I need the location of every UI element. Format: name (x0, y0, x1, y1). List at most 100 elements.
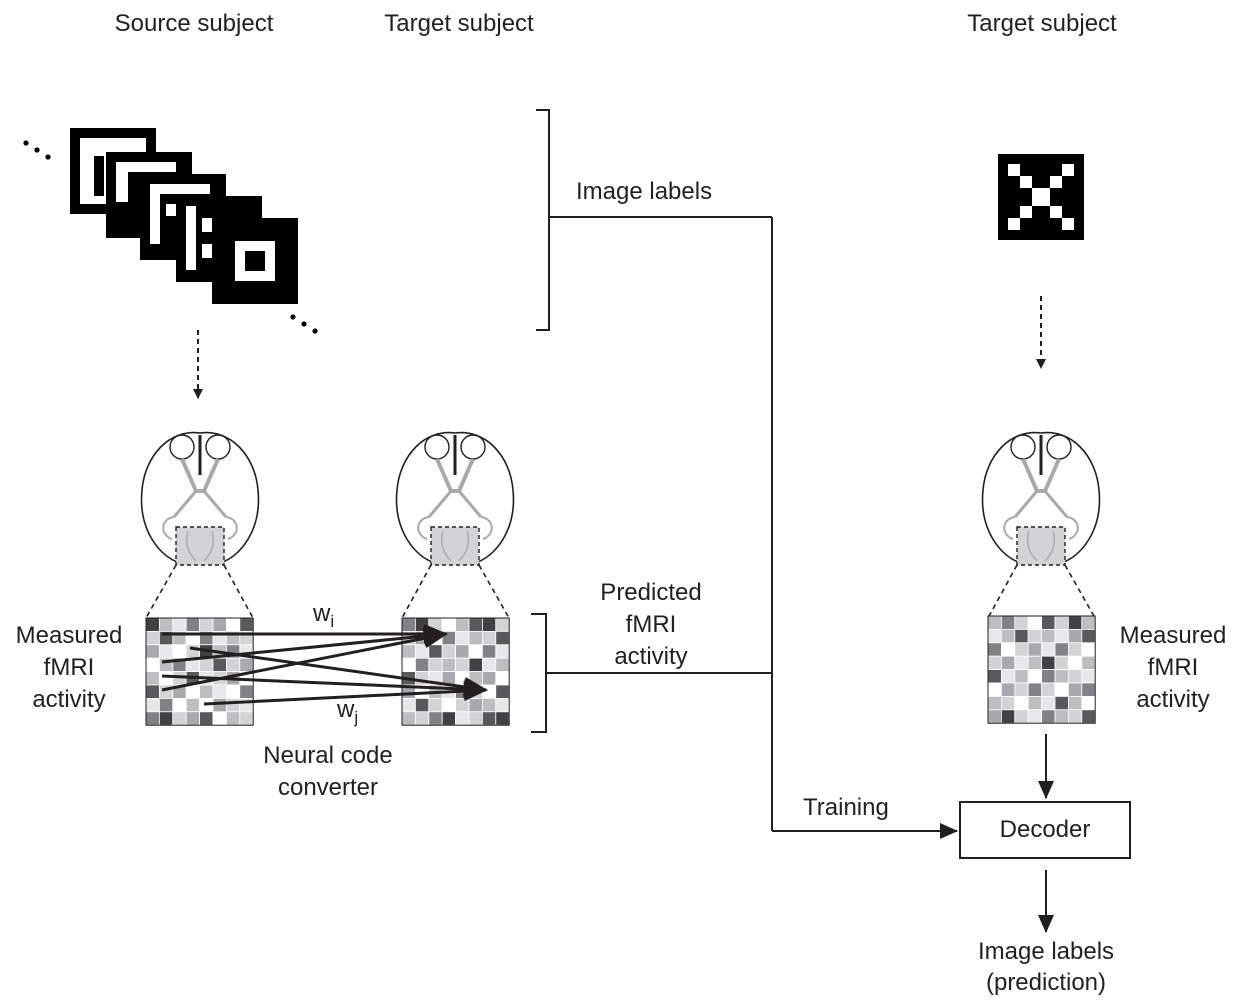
fmri-voxel (1014, 615, 1029, 630)
fmri-voxel (441, 657, 457, 673)
fmri-voxel (1081, 655, 1096, 671)
fmri-voxel (1027, 669, 1042, 684)
fmri-voxel (468, 631, 483, 646)
fmri-voxel (1081, 669, 1096, 684)
fmri-voxel (468, 644, 483, 659)
fmri-voxel (1081, 709, 1096, 724)
fmri-voxel (212, 657, 227, 673)
image-labels-text: Image labels (576, 178, 713, 205)
weight-wj-base: w (337, 696, 355, 723)
fmri-voxel (987, 669, 1002, 684)
header-target-subject-decoder: Target subject (967, 10, 1117, 37)
fmri-voxel (468, 711, 483, 726)
fmri-voxel (199, 711, 214, 726)
weight-label-wj: wj (337, 694, 358, 728)
fmri-voxel (1001, 642, 1016, 657)
fmri-voxel (1054, 669, 1069, 684)
weight-wi-subscript: i (330, 612, 335, 631)
fmri-voxel (1054, 709, 1069, 724)
fmri-voxel (1014, 669, 1029, 684)
fmri-voxel (481, 698, 497, 713)
training-connector (546, 216, 773, 831)
measured-left-line2: fMRI (43, 654, 95, 681)
converter-label-line1: Neural code (263, 742, 393, 769)
fmri-voxel (1014, 696, 1029, 711)
fmri-voxel (172, 644, 187, 659)
fmri-voxel (428, 698, 443, 713)
fmri-voxel (495, 631, 510, 646)
fmri-voxel (987, 682, 1002, 697)
fmri-voxel (1001, 709, 1016, 724)
fmri-voxel (1068, 696, 1083, 711)
fmri-voxel (145, 711, 160, 726)
fmri-voxel (481, 631, 497, 646)
fmri-voxel (428, 657, 443, 673)
fmri-voxel (172, 711, 187, 726)
measured-right-line3: activity (1136, 686, 1210, 713)
fmri-voxel (1027, 655, 1042, 671)
fmri-voxel (185, 711, 200, 726)
fmri-voxel (441, 617, 457, 632)
fmri-voxel (455, 671, 470, 686)
fmri-voxel (185, 684, 200, 699)
fmri-voxel (987, 615, 1002, 630)
fmri-voxel (1001, 629, 1016, 644)
fmri-voxel (225, 711, 241, 726)
fmri-voxel (1068, 682, 1083, 697)
predicted-label-line3: activity (614, 643, 688, 670)
fmri-voxel (401, 657, 416, 673)
brain-icon-target (395, 431, 515, 566)
fmri-voxel (1001, 615, 1016, 630)
fmri-voxel (987, 629, 1002, 644)
fmri-voxel (1027, 709, 1042, 724)
decoder-label: Decoder (999, 816, 1091, 843)
zoom-lines (145, 564, 1096, 619)
ellipsis-dots-bottom (290, 314, 318, 334)
fmri-voxel (1054, 629, 1069, 644)
fmri-voxel (1001, 655, 1016, 671)
fmri-voxel (212, 684, 227, 699)
fmri-voxel (987, 642, 1002, 657)
fmri-voxel (1054, 696, 1069, 711)
converter-arrows (161, 624, 488, 706)
fmri-voxel (401, 644, 416, 659)
fmri-voxel (145, 644, 160, 659)
fmri-voxel (158, 711, 174, 726)
fmri-voxel (1041, 655, 1056, 671)
fmri-voxel (145, 657, 160, 673)
fmri-voxel (1081, 642, 1096, 657)
fmri-voxel (495, 671, 510, 686)
fmri-voxel (172, 617, 187, 632)
fmri-voxel (414, 698, 430, 713)
weight-label-wi: wi (313, 598, 334, 632)
fmri-voxel (1027, 696, 1042, 711)
fmri-grid-measured-target (987, 615, 1096, 724)
fmri-voxel (468, 657, 483, 673)
fmri-voxel (481, 657, 497, 673)
fmri-voxel (1027, 642, 1042, 657)
fmri-voxel (225, 698, 241, 713)
measured-left-line3: activity (32, 686, 106, 713)
stimulus-image-stack (23, 128, 318, 334)
fmri-voxel (1054, 615, 1069, 630)
fmri-voxel (468, 671, 483, 686)
fmri-voxel (495, 684, 510, 699)
brain-icon-source (140, 431, 260, 566)
fmri-grid-border (987, 615, 1096, 724)
fmri-voxel (428, 644, 443, 659)
stimulus-image-5 (212, 218, 298, 304)
fmri-voxel (225, 684, 241, 699)
fmri-voxel (455, 698, 470, 713)
fmri-voxel (145, 617, 160, 632)
fmri-voxel (239, 617, 254, 632)
fmri-voxel (239, 684, 254, 699)
fmri-voxel (185, 617, 200, 632)
fmri-voxel (1068, 629, 1083, 644)
fmri-voxel (1054, 655, 1069, 671)
fmri-voxel (1001, 696, 1016, 711)
fmri-voxel (158, 617, 174, 632)
fmri-voxel (428, 617, 443, 632)
fmri-voxel (1014, 642, 1029, 657)
brain-icon-decoder-target (981, 431, 1101, 566)
fmri-voxel (212, 698, 227, 713)
